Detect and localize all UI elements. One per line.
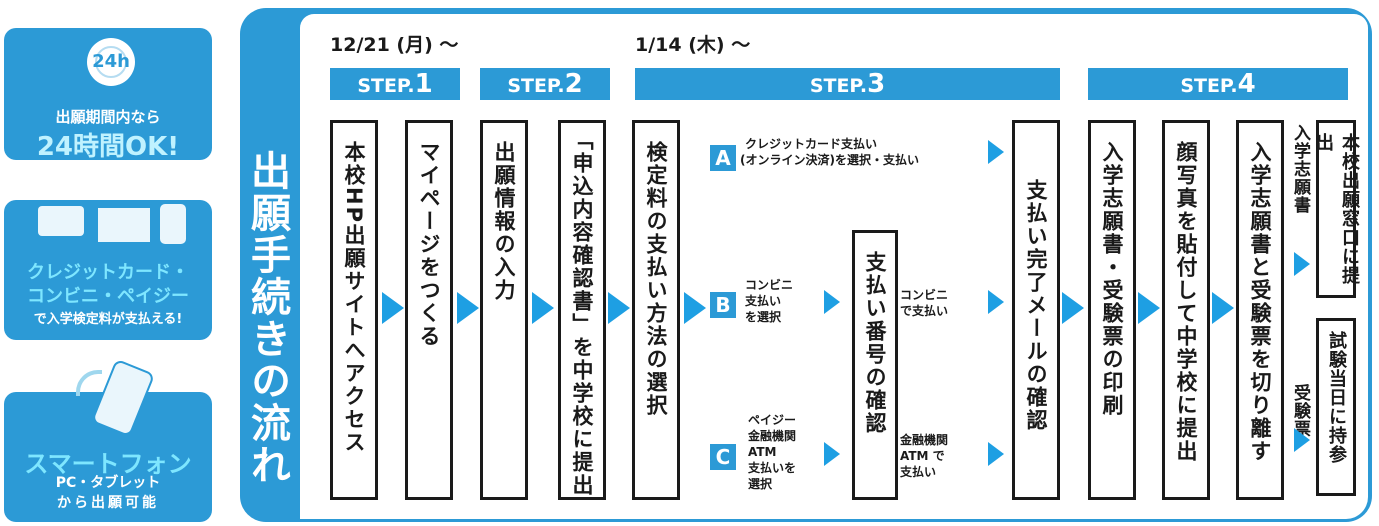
payment-a-line1: クレジットカード支払い [745, 137, 878, 151]
step-3-prefix: STEP. [809, 75, 868, 97]
step-box-submit-to-office: 本校出願窓口に提出 [1313, 120, 1360, 298]
wifi-signal-icon [76, 370, 102, 396]
box-label: 顔写真を貼付して中学校に提出 [1174, 141, 1198, 463]
step-3-bar: STEP.3 [635, 68, 1060, 100]
arrow-right-icon [382, 292, 404, 324]
box-label: 「申込内容確認書」を中学校に提出 [570, 129, 594, 497]
payment-option-c-badge: C [710, 444, 736, 470]
payment-c-line4: 支払いを [748, 461, 797, 475]
payment-c-line5: 選択 [748, 477, 773, 491]
step-1-bar: STEP.1 [330, 68, 460, 100]
payment-option-b-badge: B [710, 292, 736, 318]
arrow-right-icon [1294, 252, 1310, 276]
feature-card-smartphone: スマートフォン PC・タブレット から出願可能 [4, 358, 212, 522]
step-4-prefix: STEP. [1180, 75, 1238, 97]
step-4-number: 4 [1237, 69, 1256, 99]
step-box-print-forms: 入学志願書・受験票の印刷 [1088, 120, 1136, 500]
card-smartphone-line1: スマートフォン [24, 450, 192, 478]
step-box-submit-confirmation: 「申込内容確認書」を中学校に提出 [558, 120, 606, 500]
arrow-right-icon [824, 442, 840, 466]
card-payment-line1: クレジットカード・ [27, 262, 189, 283]
step-box-select-payment: 検定料の支払い方法の選択 [632, 120, 680, 500]
arrow-right-icon [1212, 292, 1234, 324]
step-4-bar: STEP.4 [1088, 68, 1348, 100]
box-label: 検定料の支払い方法の選択 [644, 141, 668, 417]
card-smartphone-line3: から出願可能 [57, 495, 159, 511]
payment-c-line1: ペイジー [748, 413, 797, 427]
box-label: 支払い番号の確認 [863, 251, 887, 435]
arrow-right-icon [532, 292, 554, 324]
clock-24h-icon: 24h [87, 38, 135, 86]
box-label: 入学志願書・受験票の印刷 [1100, 141, 1124, 417]
phone-icon [160, 204, 186, 244]
payment-c-after1: 金融機関 [900, 433, 949, 447]
step-box-payment-complete-email: 支払い完了メールの確認 [1012, 120, 1060, 500]
payment-option-a-badge: A [710, 145, 736, 171]
card-smartphone-line2: PC・タブレット [55, 475, 161, 491]
payment-b-line1: コンビニ [745, 278, 794, 292]
step-box-bring-on-exam-day: 試験当日に持参 [1316, 318, 1356, 496]
payment-c-line3: ATM [748, 445, 777, 459]
label-exam-ticket: 受験票 [1290, 384, 1310, 438]
payment-c-after2: ATM で [900, 449, 945, 463]
convenience-store-icon [98, 208, 150, 242]
arrow-right-icon [988, 442, 1004, 466]
payment-c-line2: 金融機関 [748, 429, 797, 443]
card-24h-line1: 出願期間内なら [55, 108, 161, 126]
step-2-prefix: STEP. [507, 75, 565, 97]
arrow-right-icon [608, 292, 630, 324]
payment-a-line2: (オンライン決済)を選択・支払い [740, 153, 919, 167]
feature-card-24h: 24h 出願期間内なら 24時間OK! [4, 28, 212, 160]
step-box-create-mypage: マイページをつくる [405, 120, 453, 500]
arrow-right-icon [1138, 292, 1160, 324]
box-label: 試験当日に持参 [1326, 331, 1347, 464]
feature-card-payment: クレジットカード・ コンビニ・ペイジー で入学検定料が支払える! [4, 200, 212, 340]
card-payment-line3: で入学検定料が支払える! [33, 312, 183, 327]
payment-b-line2: 支払い [745, 294, 782, 308]
payment-b-line3: を選択 [745, 310, 782, 324]
arrow-right-icon [988, 140, 1004, 164]
payment-b-after2: で支払い [900, 304, 949, 318]
card-24h-line2: 24時間OK! [36, 132, 180, 160]
box-label: 出願情報の入力 [492, 141, 516, 302]
arrow-right-icon [1062, 292, 1084, 324]
arrow-right-icon [684, 292, 706, 324]
arrow-right-icon [988, 290, 1004, 314]
date-step3: 1/14 (木) 〜 [635, 34, 751, 56]
box-label: マイページをつくる [417, 141, 441, 348]
step-1-prefix: STEP. [357, 75, 415, 97]
step-2-number: 2 [564, 69, 583, 99]
flow-title: 出願手続きの流れ [244, 150, 290, 486]
step-box-enter-info: 出願情報の入力 [480, 120, 528, 500]
box-label: 支払い完了メールの確認 [1024, 179, 1048, 432]
step-box-access-site: 本校HP出願サイトへアクセス [330, 120, 378, 500]
step-3-number: 3 [867, 69, 886, 99]
arrow-right-icon [824, 290, 840, 314]
step-box-payment-number: 支払い番号の確認 [852, 230, 898, 500]
payment-b-after1: コンビニ [900, 288, 949, 302]
arrow-right-icon [1294, 428, 1310, 452]
credit-card-icon [38, 206, 84, 236]
box-label: 本校出願窓口に提出 [1313, 133, 1360, 285]
arrow-right-icon [457, 292, 479, 324]
box-label: 本校HP出願サイトへアクセス [342, 141, 366, 454]
box-label: 入学志願書と受験票を切り離す [1248, 141, 1272, 463]
step-1-number: 1 [414, 69, 433, 99]
label-application-form: 入学志願書 [1290, 124, 1310, 214]
card-payment-line2: コンビニ・ペイジー [27, 286, 189, 307]
step-box-separate-forms: 入学志願書と受験票を切り離す [1236, 120, 1284, 500]
step-2-bar: STEP.2 [480, 68, 610, 100]
step-box-attach-photo: 顔写真を貼付して中学校に提出 [1162, 120, 1210, 500]
date-start: 12/21 (月) 〜 [330, 34, 459, 56]
payment-c-after3: 支払い [900, 465, 937, 479]
